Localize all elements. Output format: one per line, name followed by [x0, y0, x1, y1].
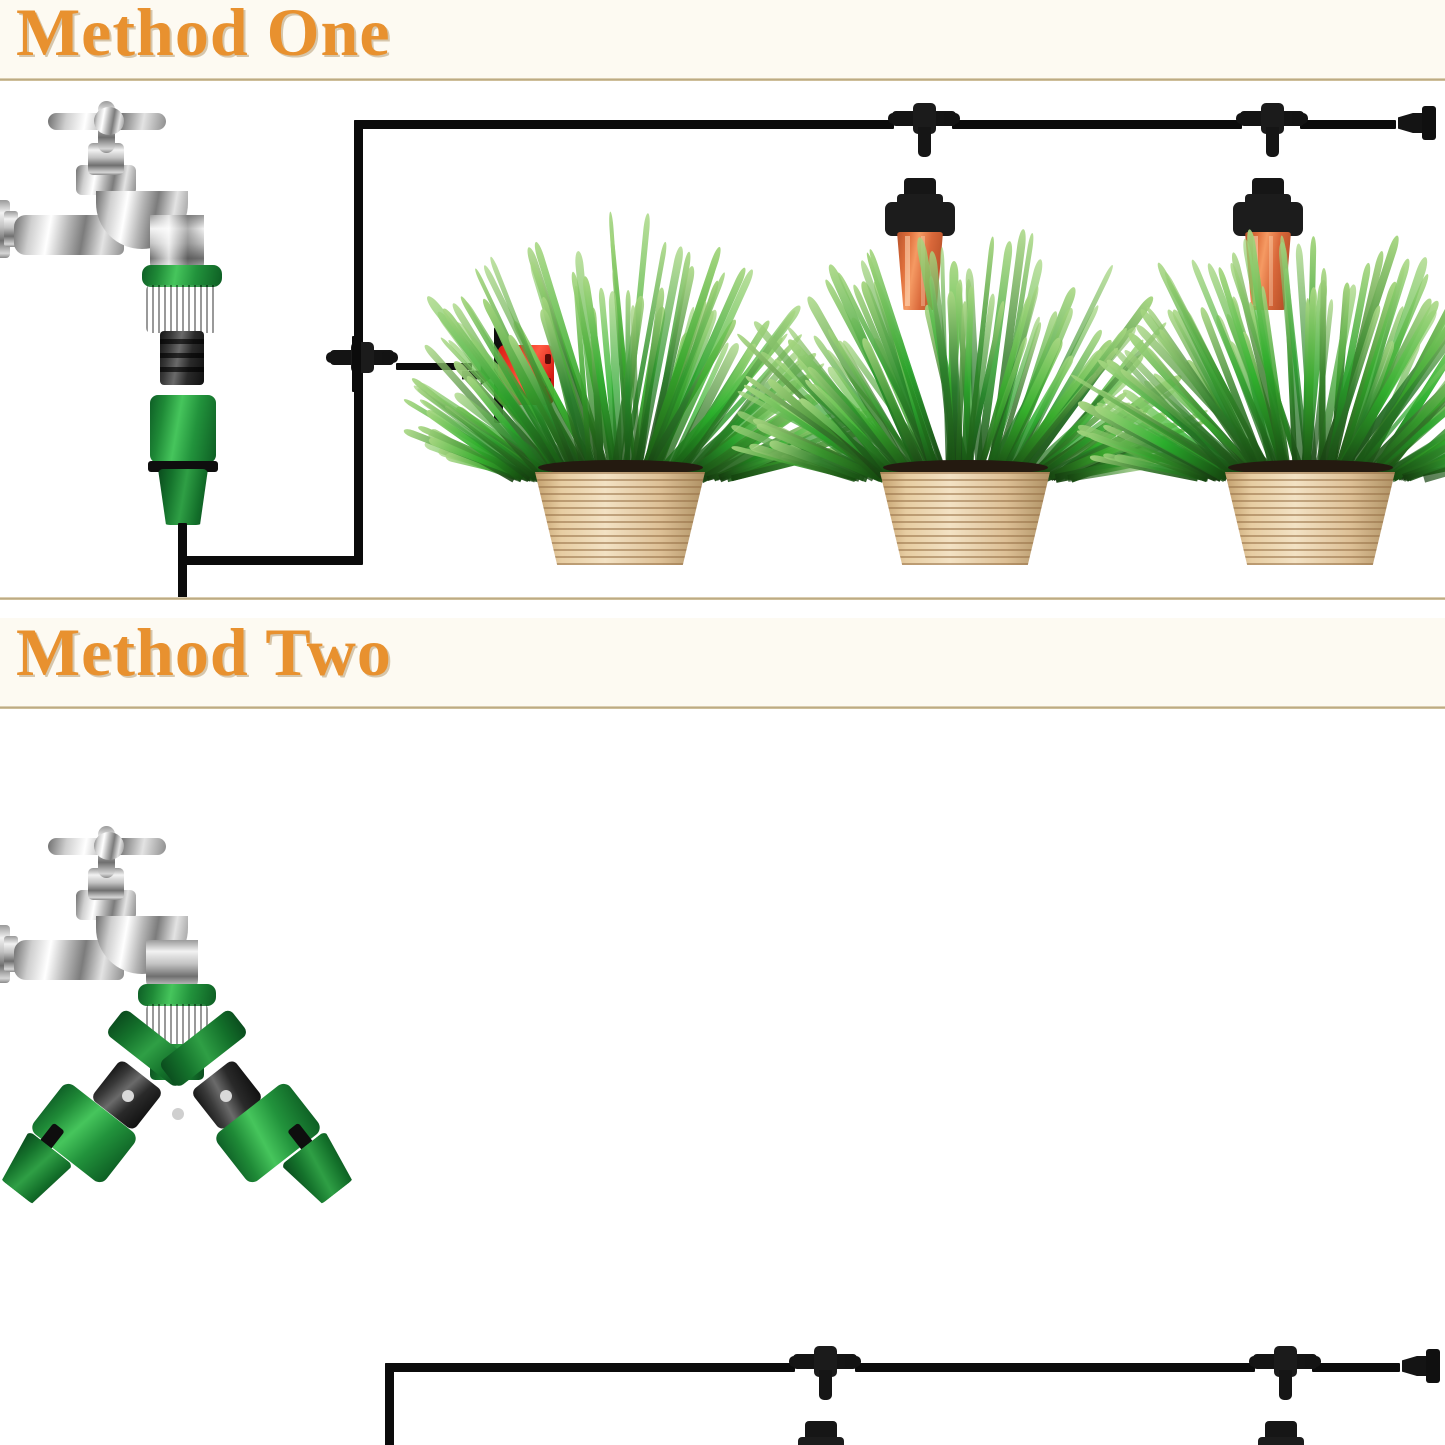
mist-header-segment-3: [1312, 1363, 1400, 1372]
potted-plant: [1069, 228, 1445, 565]
end-plug: [1402, 1349, 1440, 1383]
title-two-divider: [0, 706, 1445, 709]
title-one-divider: [0, 78, 1445, 81]
green-tap-ring: [142, 265, 222, 287]
tee-connector: [1249, 1340, 1321, 1402]
misting-nozzle: [1246, 1421, 1316, 1445]
tee-connector: [888, 97, 960, 159]
green-quick-connector: [150, 395, 216, 463]
garden-faucet-method-one: [0, 95, 260, 605]
potted-plant: [402, 211, 876, 565]
branch-right-riser: [385, 1363, 394, 1445]
end-plug: [1398, 106, 1436, 140]
tap-adaptor-collar: [146, 285, 218, 333]
method-two-panel: Method Two: [0, 600, 1445, 1445]
method-one-panel: Method One: [0, 0, 1445, 605]
supply-line-bottom: [178, 556, 363, 565]
dripper-feed-tube: [396, 363, 472, 370]
tee-connector: [326, 336, 398, 398]
header-line-segment-3: [1300, 120, 1396, 129]
potted-plant: [729, 228, 1209, 565]
method-two-title-band: [0, 618, 1445, 706]
method-one-title-band: [0, 0, 1445, 78]
header-line-segment-1: [354, 120, 894, 129]
garden-faucet-method-two: [0, 820, 360, 1240]
method-two-title: Method Two: [16, 614, 392, 690]
green-tap-ring: [138, 984, 216, 1006]
header-line-segment-2: [952, 120, 1242, 129]
method-separator: [0, 597, 1445, 600]
branch-stub: [352, 336, 361, 392]
tee-connector: [1236, 97, 1308, 159]
mist-header-segment-1: [385, 1363, 795, 1372]
tee-connector: [789, 1340, 861, 1402]
misting-nozzle: [786, 1421, 856, 1445]
method-one-title: Method One: [16, 0, 391, 70]
mist-header-segment-2: [855, 1363, 1255, 1372]
